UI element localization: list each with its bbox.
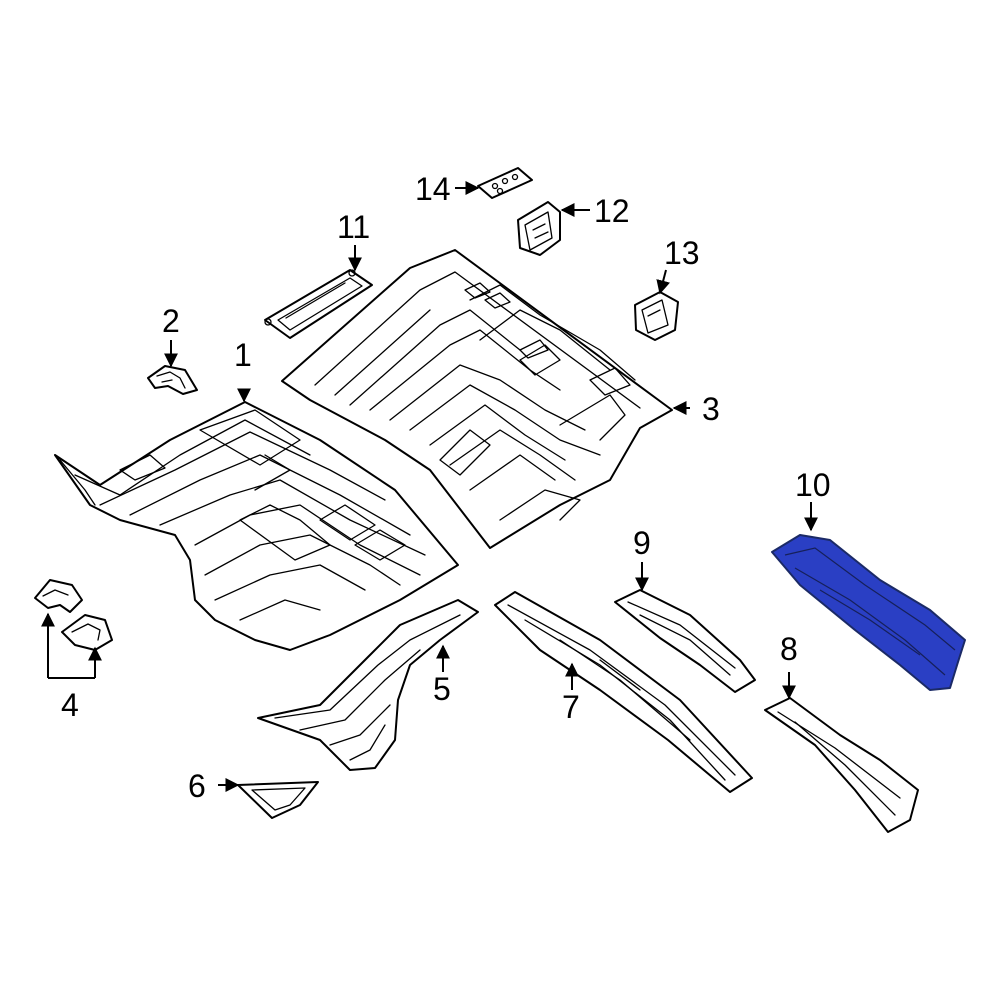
- callout-5: 5: [433, 671, 451, 707]
- part-5-rail[interactable]: [257, 599, 479, 771]
- callout-6: 6: [188, 768, 206, 804]
- callout-7: 7: [562, 689, 580, 725]
- part-7-rail[interactable]: [494, 591, 753, 793]
- part-4-brackets[interactable]: [34, 579, 113, 651]
- part-10-body: [771, 534, 966, 691]
- part-13-bracket[interactable]: [634, 291, 679, 341]
- callout-13: 13: [664, 235, 700, 271]
- callout-14: 14: [415, 171, 451, 207]
- part-14-plate[interactable]: [477, 167, 533, 199]
- callout-2: 2: [162, 303, 180, 339]
- callout-10: 10: [795, 467, 831, 503]
- part-3-rear-floor-pan[interactable]: [281, 249, 673, 549]
- part-10-highlighted-rail[interactable]: [771, 534, 966, 691]
- part-6-gusset[interactable]: [237, 781, 319, 819]
- part-1-front-floor-pan[interactable]: [54, 401, 459, 651]
- callout-8: 8: [780, 631, 798, 667]
- leader-lines: [41, 181, 818, 792]
- callout-4: 4: [61, 687, 79, 723]
- callout-3: 3: [702, 391, 720, 427]
- callout-11: 11: [337, 209, 370, 245]
- callout-1: 1: [234, 337, 252, 373]
- callout-9: 9: [633, 525, 651, 561]
- part-2-bracket[interactable]: [147, 365, 198, 395]
- part-12-bracket[interactable]: [517, 201, 561, 256]
- part-8-rail[interactable]: [764, 697, 919, 833]
- part-11-cover-plate[interactable]: [264, 269, 373, 339]
- part-9-rail[interactable]: [614, 589, 756, 693]
- callout-labels: 1 2 3 4 5 6 7 8 9 10 11 12 13 14: [61, 171, 831, 804]
- callout-12: 12: [594, 193, 630, 229]
